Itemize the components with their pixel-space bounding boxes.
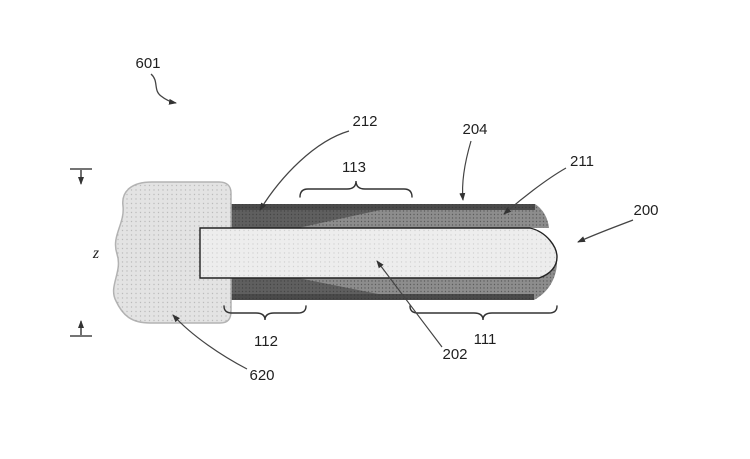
bottom-band-texture [218, 258, 558, 300]
label-204: 204 [462, 121, 487, 138]
brace-111 [409, 305, 558, 321]
label-620: 620 [249, 367, 274, 384]
label-200: 200 [633, 202, 658, 219]
label-z: z [92, 245, 100, 262]
leader-212 [259, 130, 350, 211]
leader-202 [376, 260, 443, 348]
core-layer-texture [200, 228, 557, 278]
label-211: 211 [570, 153, 594, 170]
leader-211 [503, 167, 567, 215]
leader-200 [577, 219, 634, 243]
leader-204 [459, 140, 472, 201]
substrate-block-620 [112, 181, 232, 324]
top-layer-band [218, 204, 549, 228]
label-111: 111 [474, 331, 497, 348]
brace-112 [223, 305, 307, 321]
label-113: 113 [342, 159, 366, 176]
core-layer-202 [199, 227, 558, 279]
top-band-texture [218, 204, 549, 228]
leader-601 [150, 73, 177, 105]
bottom-layer-band [218, 258, 558, 300]
label-212: 212 [352, 113, 377, 130]
leader-620 [172, 314, 248, 370]
z-dimension [70, 168, 92, 337]
label-601: 601 [135, 55, 160, 72]
block-620-texture [113, 182, 231, 323]
brace-113 [299, 180, 413, 198]
label-202: 202 [442, 346, 467, 363]
label-112: 112 [254, 333, 278, 350]
